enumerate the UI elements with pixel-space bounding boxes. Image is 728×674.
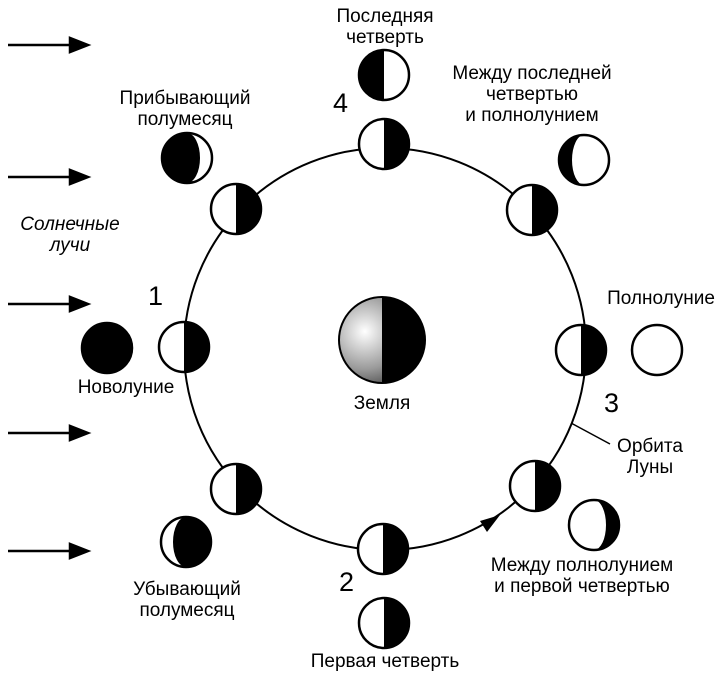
waxing-crescent-label: Прибывающий полумесяц	[100, 88, 270, 130]
full-moon-label: Полнолуние	[607, 288, 715, 309]
orbit-moon-right	[554, 323, 608, 377]
phase-new-moon	[80, 321, 134, 375]
orbit-moon-top-right	[505, 183, 559, 237]
orbit-label-line: Орбита	[617, 436, 683, 457]
orbit-moon-top	[357, 117, 411, 171]
waxing-crescent-label-line: Прибывающий	[119, 88, 251, 109]
new-moon-label: Новолуние	[77, 377, 175, 398]
orbit-moon-bottom	[356, 522, 410, 576]
sun-rays	[8, 36, 92, 560]
last-quarter-label-line: четверть	[346, 27, 424, 48]
between-last-and-full-label-line: четвертью	[486, 84, 578, 105]
orbit-moon-bottom-left	[209, 462, 263, 516]
orbit-label-leader	[570, 422, 611, 445]
waning-crescent-label-line: Убывающий	[133, 579, 241, 600]
earth-label: Земля	[353, 393, 411, 414]
sun-ray-arrow	[8, 295, 92, 313]
orbit-moon-left	[157, 320, 211, 374]
earth	[338, 296, 426, 384]
last-quarter-label-line: Последняя	[336, 6, 434, 27]
orbit-label: Орбита Луны	[600, 436, 700, 478]
orbit-direction-arrow	[480, 515, 500, 532]
sun-ray-arrow	[8, 424, 92, 442]
between-last-and-full-label: Между последней четвертью и полнолунием	[432, 63, 632, 126]
between-full-and-first-label-line: и первой четвертью	[494, 576, 670, 597]
orbit-moon-bottom-right	[508, 459, 562, 513]
first-quarter-label: Первая четверть	[310, 651, 460, 672]
phase-gibbous-waxing	[567, 498, 621, 552]
orbit-moon-top-left	[209, 182, 263, 236]
sun-rays-label-line: Солнечные	[20, 214, 120, 235]
last-quarter-label: Последняя четверть	[320, 6, 450, 48]
between-full-and-first-label: Между полнолунием и первой четвертью	[468, 555, 696, 597]
phase-first-quarter	[357, 596, 411, 650]
position-number-2: 2	[339, 567, 355, 597]
between-last-and-full-label-line: Между последней	[452, 63, 612, 84]
position-number-1: 1	[148, 281, 164, 311]
phase-gibbous-waning	[557, 133, 611, 187]
position-number-3: 3	[604, 388, 620, 418]
waning-crescent-label-line: полумесяц	[139, 600, 235, 621]
sun-ray-arrow	[8, 542, 92, 560]
between-full-and-first-label-line: Между полнолунием	[490, 555, 674, 576]
orbit-label-line: Луны	[626, 457, 674, 478]
phase-waxing-crescent	[160, 131, 214, 185]
sun-ray-arrow	[8, 36, 92, 54]
position-number-4: 4	[333, 88, 349, 118]
phase-waning-crescent	[159, 515, 213, 569]
phase-full-moon	[630, 323, 684, 377]
sun-rays-label-line: лучи	[49, 235, 91, 256]
sun-rays-label: Солнечные лучи	[20, 214, 120, 256]
waning-crescent-label: Убывающий полумесяц	[112, 579, 262, 621]
sun-ray-arrow	[8, 168, 92, 186]
phase-last-quarter	[357, 48, 411, 102]
between-last-and-full-label-line: и полнолунием	[465, 105, 599, 126]
waxing-crescent-label-line: полумесяц	[137, 109, 233, 130]
